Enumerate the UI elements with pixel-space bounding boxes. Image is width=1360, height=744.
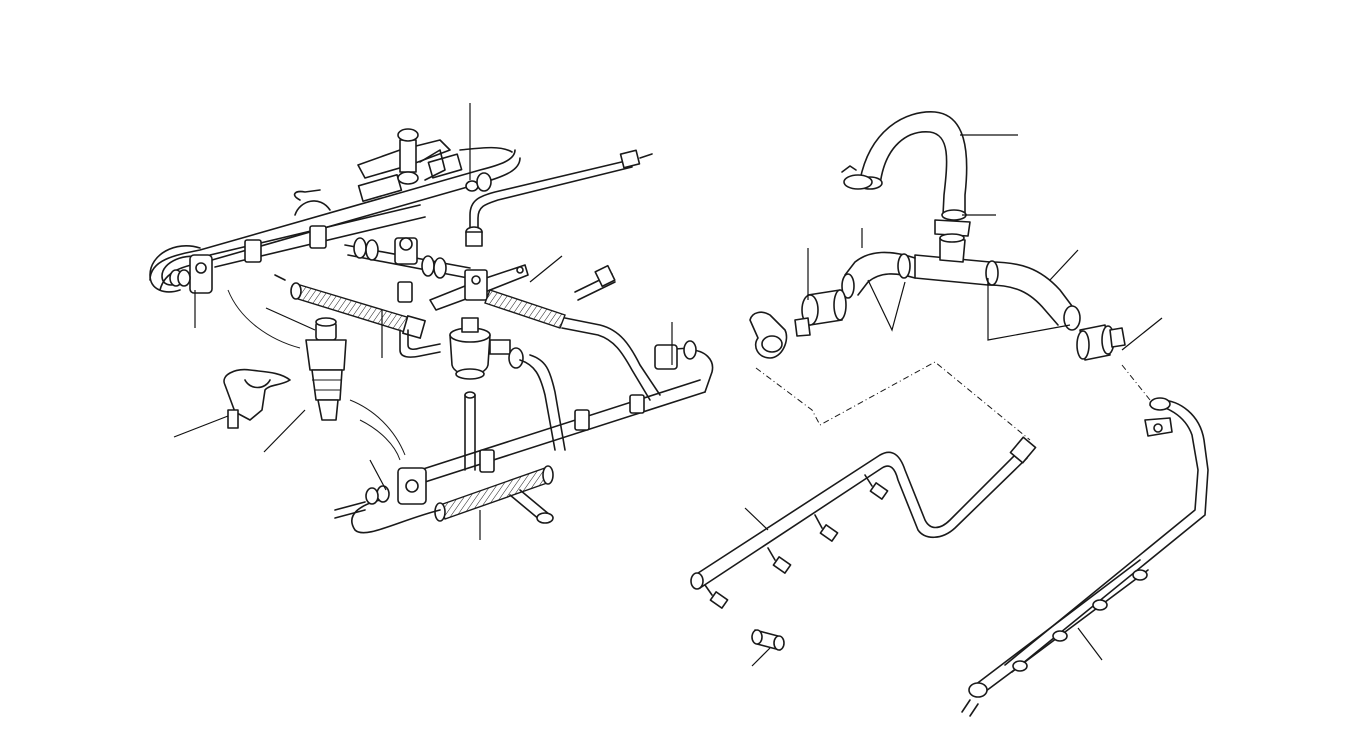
hose-clamp <box>841 165 971 237</box>
fuel-injector <box>305 317 347 421</box>
right-hose-assembly <box>690 111 1209 717</box>
t-piece <box>914 233 991 286</box>
leader-lines-right <box>744 134 1163 667</box>
hose-left <box>841 251 916 299</box>
upper-fuel-rail <box>149 146 521 291</box>
wiring-loop <box>227 289 406 461</box>
left-fuel-rail-assembly <box>149 103 714 540</box>
o-ring <box>465 172 492 192</box>
bolt <box>574 264 616 301</box>
right-rigid-pipe <box>1004 397 1209 673</box>
lower-fuel-rail <box>149 204 426 294</box>
check-valve <box>794 289 847 337</box>
injector-clip <box>223 368 291 429</box>
braided-hose-right <box>484 289 661 401</box>
mounting-clip <box>749 311 788 359</box>
lower-rail-end <box>334 449 495 519</box>
return-pipe <box>399 329 566 451</box>
long-fuel-rail <box>961 559 1149 717</box>
braided-hose-lower <box>351 465 554 534</box>
curved-vent-hose <box>857 111 968 221</box>
top-mounting-bracket <box>357 128 451 185</box>
leader-lines-left <box>173 103 673 540</box>
tee-connector <box>344 237 471 303</box>
check-valve-right <box>1076 324 1126 361</box>
pressure-regulator <box>449 317 524 471</box>
centerlines <box>755 361 1151 441</box>
injector-feed-pipe <box>690 436 1037 609</box>
sleeve <box>751 629 785 651</box>
feed-pipe <box>465 149 653 247</box>
regulator-bracket <box>429 264 529 311</box>
hose-right <box>985 260 1081 331</box>
